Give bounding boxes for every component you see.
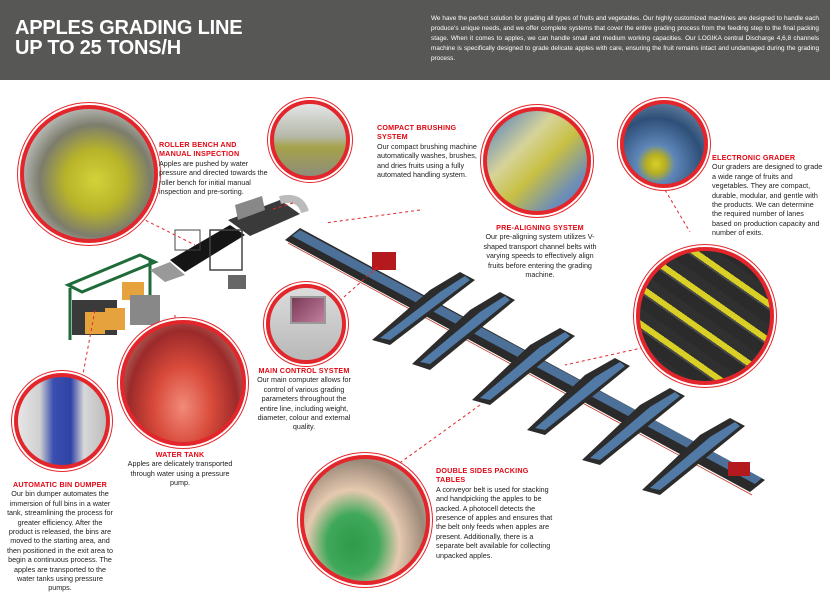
pre-aligning-photo [483,107,591,215]
caption-text: Apples are pushed by water pressure and … [159,158,268,197]
caption-title: ELECTRONIC GRADER [712,153,796,162]
electronic-grader-photo [620,100,708,188]
packing-table-group [372,272,745,495]
grader-lanes-photo [636,247,774,385]
title-line-2: UP TO 25 TONS/H [15,37,181,59]
caption-title: AUTOMATIC BIN DUMPER [13,480,107,489]
brushing-machine [228,194,309,236]
grader-housing [372,252,396,270]
bin-dumper-photo [14,373,110,469]
caption-compact-brushing: COMPACT BRUSHING SYSTEM Our compact brus… [377,123,477,179]
title-line-1: APPLES GRADING LINE [15,17,243,39]
caption-title: ROLLER BENCH AND MANUAL INSPECTION [159,140,240,159]
header-banner: APPLES GRADING LINE UP TO 25 TONS/H We h… [0,0,830,80]
caption-text: Our bin dumper automates the immersion o… [7,489,113,593]
caption-bin-dumper: AUTOMATIC BIN DUMPER Our bin dumper auto… [6,480,114,593]
water-tank-photo [120,320,246,446]
caption-text: Apples are delicately transported throug… [127,459,233,488]
roller-bench-photo [20,105,158,243]
compact-brushing-photo [270,100,350,180]
caption-main-control: MAIN CONTROL SYSTEM Our main computer al… [257,366,351,432]
caption-text: A conveyor belt is used for stacking and… [436,484,553,560]
control-screen [290,296,326,324]
caption-title: WATER TANK [155,450,205,459]
end-housing [728,462,750,476]
caption-title: DOUBLE SIDES PACKING TABLES [436,466,529,485]
caption-text: Our compact brushing machine automatical… [377,141,477,180]
caption-text: Our graders are designed to grade a wide… [712,162,823,238]
caption-title: PRE-ALIGNING SYSTEM [496,223,584,232]
main-control-photo [266,284,346,364]
packing-tables-photo [300,455,430,585]
caption-water-tank: WATER TANK Apples are delicately transpo… [120,450,240,488]
caption-pre-aligning: PRE-ALIGNING SYSTEM Our pre-aligning sys… [480,223,600,279]
caption-title: MAIN CONTROL SYSTEM [258,366,350,375]
caption-title: COMPACT BRUSHING SYSTEM [377,123,457,142]
caption-roller-bench: ROLLER BENCH AND MANUAL INSPECTION Apple… [159,140,269,196]
bin-dumper-machine [64,253,185,340]
caption-electronic-grader: ELECTRONIC GRADER Our graders are design… [712,153,824,238]
page-title: APPLES GRADING LINE UP TO 25 TONS/H [15,17,243,59]
intro-paragraph: We have the perfect solution for grading… [431,15,819,62]
caption-packing-tables: DOUBLE SIDES PACKING TABLES A conveyor b… [436,466,554,560]
caption-text: Our main computer allows for control of … [257,375,351,432]
roller-bench-machine [170,225,246,289]
caption-text: Our pre-aligning system utilizes V-shape… [483,232,597,280]
